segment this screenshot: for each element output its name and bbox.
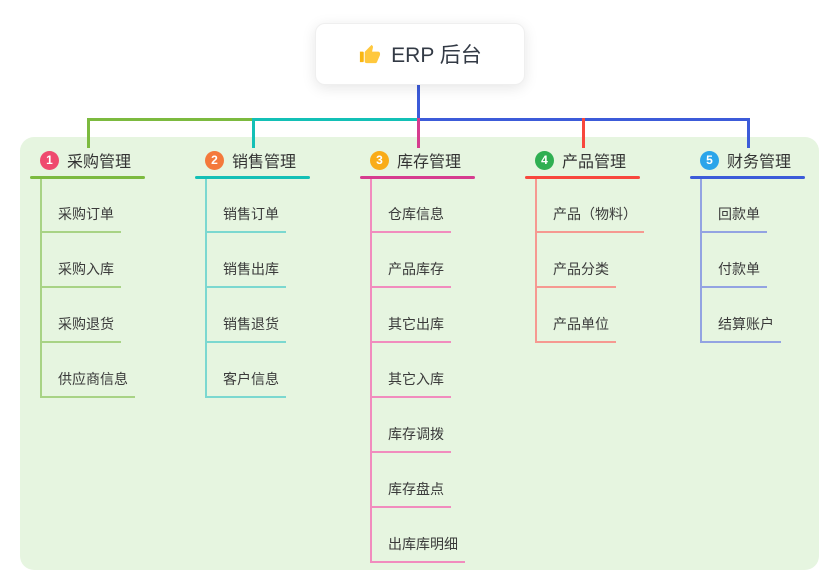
- child-node[interactable]: 结算账户: [700, 315, 781, 343]
- branch-node[interactable]: 3 库存管理: [360, 148, 525, 172]
- branch-drop-line: [417, 118, 420, 148]
- branch-spine-line: [535, 179, 537, 342]
- branch-index-badge: 1: [40, 150, 59, 170]
- trunk-segment-left: [87, 118, 253, 121]
- trunk-segment-middle: [252, 118, 418, 121]
- branches-panel: [20, 137, 819, 570]
- root-connector-vertical: [417, 83, 420, 121]
- branch-spine-line: [700, 179, 702, 342]
- branch-column: 3 库存管理仓库信息产品库存其它出库其它入库库存调拨库存盘点出库库明细: [360, 148, 525, 563]
- branch-underline: [360, 176, 475, 179]
- child-node[interactable]: 库存调拨: [370, 425, 451, 453]
- branch-drop-line: [747, 118, 750, 148]
- child-node[interactable]: 采购退货: [40, 315, 121, 343]
- branch-column: 2 销售管理销售订单销售出库销售退货客户信息: [195, 148, 360, 398]
- child-node[interactable]: 产品分类: [535, 260, 616, 288]
- child-node[interactable]: 仓库信息: [370, 205, 451, 233]
- child-node[interactable]: 客户信息: [205, 370, 286, 398]
- root-node[interactable]: ERP 后台: [315, 23, 525, 85]
- branch-label: 销售管理: [232, 154, 297, 171]
- child-node[interactable]: 销售出库: [205, 260, 286, 288]
- branch-drop-line: [87, 118, 90, 148]
- branch-underline: [195, 176, 310, 179]
- child-node[interactable]: 销售订单: [205, 205, 286, 233]
- branch-index-badge: 2: [205, 150, 224, 170]
- branch-column: 1 采购管理采购订单采购入库采购退货供应商信息: [30, 148, 195, 398]
- child-node[interactable]: 产品（物料）: [535, 205, 644, 233]
- child-node[interactable]: 供应商信息: [40, 370, 135, 398]
- branch-underline: [30, 176, 145, 179]
- child-node[interactable]: 采购订单: [40, 205, 121, 233]
- branch-drop-line: [252, 118, 255, 148]
- thumbs-up-icon: [358, 43, 381, 66]
- branch-index-badge: 3: [370, 150, 389, 170]
- child-node[interactable]: 其它出库: [370, 315, 451, 343]
- child-node[interactable]: 出库库明细: [370, 535, 465, 563]
- branch-index-badge: 5: [700, 150, 719, 170]
- child-node[interactable]: 销售退货: [205, 315, 286, 343]
- child-node[interactable]: 其它入库: [370, 370, 451, 398]
- child-node[interactable]: 采购入库: [40, 260, 121, 288]
- branch-node[interactable]: 2 销售管理: [195, 148, 360, 172]
- branch-node[interactable]: 1 采购管理: [30, 148, 195, 172]
- branch-label: 财务管理: [727, 154, 792, 171]
- branch-underline: [690, 176, 805, 179]
- child-node[interactable]: 产品单位: [535, 315, 616, 343]
- branch-drop-line: [582, 118, 585, 148]
- branch-column: 5 财务管理回款单付款单结算账户: [690, 148, 839, 343]
- branch-spine-line: [205, 179, 207, 397]
- root-title: ERP 后台: [391, 44, 482, 67]
- branch-underline: [525, 176, 640, 179]
- branch-column: 4 产品管理产品（物料） 产品分类产品单位: [525, 148, 690, 343]
- child-node[interactable]: 库存盘点: [370, 480, 451, 508]
- branch-label: 产品管理: [562, 154, 627, 171]
- branch-spine-line: [370, 179, 372, 562]
- branch-index-badge: 4: [535, 150, 554, 170]
- branch-node[interactable]: 4 产品管理: [525, 148, 690, 172]
- branch-label: 库存管理: [397, 154, 462, 171]
- branch-node[interactable]: 5 财务管理: [690, 148, 839, 172]
- child-node[interactable]: 付款单: [700, 260, 767, 288]
- branch-spine-line: [40, 179, 42, 397]
- child-node[interactable]: 产品库存: [370, 260, 451, 288]
- branch-label: 采购管理: [67, 154, 132, 171]
- child-node[interactable]: 回款单: [700, 205, 767, 233]
